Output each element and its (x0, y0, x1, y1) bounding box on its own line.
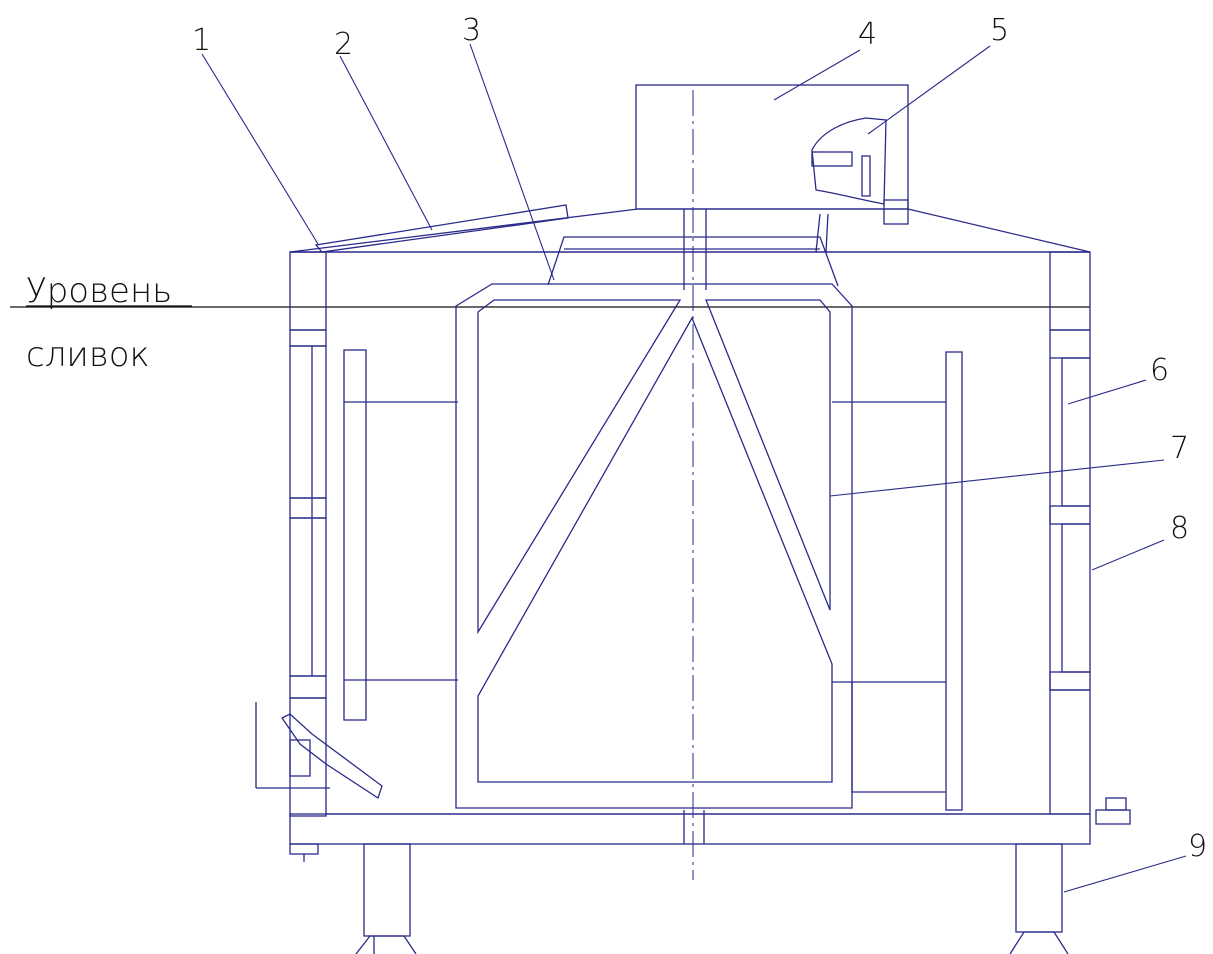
leader-7 (829, 459, 1165, 497)
callout-6: 6 (1150, 353, 1169, 388)
drive-shaft-part (861, 155, 871, 197)
leg-left (363, 843, 411, 937)
left-wall-bottom (289, 697, 327, 817)
agitator-inner-left (477, 299, 682, 635)
drive-mount (883, 199, 909, 225)
drive-box (635, 84, 909, 210)
right-wall-insulation-mid (1061, 357, 1091, 507)
leader-2 (339, 55, 433, 231)
right-heating-plate (945, 351, 963, 811)
callout-9: 9 (1188, 829, 1207, 864)
agitator-collar (547, 213, 839, 287)
level-label-line2: сливок (26, 335, 150, 375)
leader-8 (1091, 539, 1165, 571)
right-panel (832, 351, 963, 811)
left-wall-insulation-top (289, 251, 327, 331)
drive-motor-part (811, 151, 853, 167)
vat-body (289, 251, 1091, 845)
callout-2: 2 (334, 27, 353, 62)
collar-right-inner-2 (815, 213, 821, 253)
callout-8: 8 (1170, 511, 1189, 546)
callout-5: 5 (990, 13, 1009, 48)
legs (355, 843, 1069, 954)
leader-6 (1067, 379, 1147, 405)
agitator-inner-lower (477, 316, 833, 783)
leg-left-base (355, 935, 417, 954)
left-wall-insulation-mid (289, 345, 327, 499)
collar-right-inner (825, 213, 829, 253)
leader-9 (1063, 855, 1187, 893)
callout-1: 1 (192, 23, 211, 58)
right-wall-insulation-bottom (1049, 689, 1091, 815)
agitator-inner-right (705, 299, 831, 611)
left-wall-gap-1 (289, 329, 327, 347)
level-label-line1: Уровень (26, 271, 172, 311)
right-fitting (1095, 797, 1131, 825)
agitator-frame (455, 283, 853, 809)
tap-foot (289, 843, 319, 855)
drain-tap (255, 702, 383, 862)
right-inner-box (851, 682, 946, 793)
right-wall-gap-1 (1049, 329, 1091, 359)
fitting-body (1095, 809, 1131, 825)
leader-1 (201, 53, 319, 245)
leg-right-base (1009, 931, 1069, 954)
tap-lever (281, 713, 383, 800)
lid-flap (314, 204, 569, 253)
right-wall-gap-2 (1049, 505, 1091, 525)
callout-4: 4 (858, 17, 877, 52)
fitting-cap (1105, 797, 1127, 811)
leader-4 (773, 49, 861, 101)
left-wall-gap-3 (289, 675, 327, 699)
leader-lines (201, 43, 1187, 893)
lid (289, 204, 1091, 253)
callout-numbers: 1 2 3 4 5 6 7 8 9 (192, 13, 1207, 864)
agitator-outer (455, 283, 853, 809)
callout-7: 7 (1170, 431, 1189, 466)
left-wall-gap-2 (289, 497, 327, 519)
right-wall-insulation-top (1049, 251, 1091, 331)
drive-housing (635, 84, 909, 225)
collar-outline (547, 236, 839, 287)
tap-body (289, 739, 311, 777)
right-wall-gap-3 (1049, 671, 1091, 691)
left-panel (343, 349, 458, 721)
left-heating-plate (343, 349, 367, 721)
drive-cutout (811, 117, 887, 205)
bottom-slab (289, 813, 1091, 845)
leader-3 (469, 43, 555, 281)
left-wall-insulation-low (289, 517, 327, 677)
leg-right (1015, 843, 1063, 933)
leader-5 (867, 45, 991, 135)
callout-3: 3 (462, 13, 481, 48)
right-wall-insulation-low (1061, 523, 1091, 673)
